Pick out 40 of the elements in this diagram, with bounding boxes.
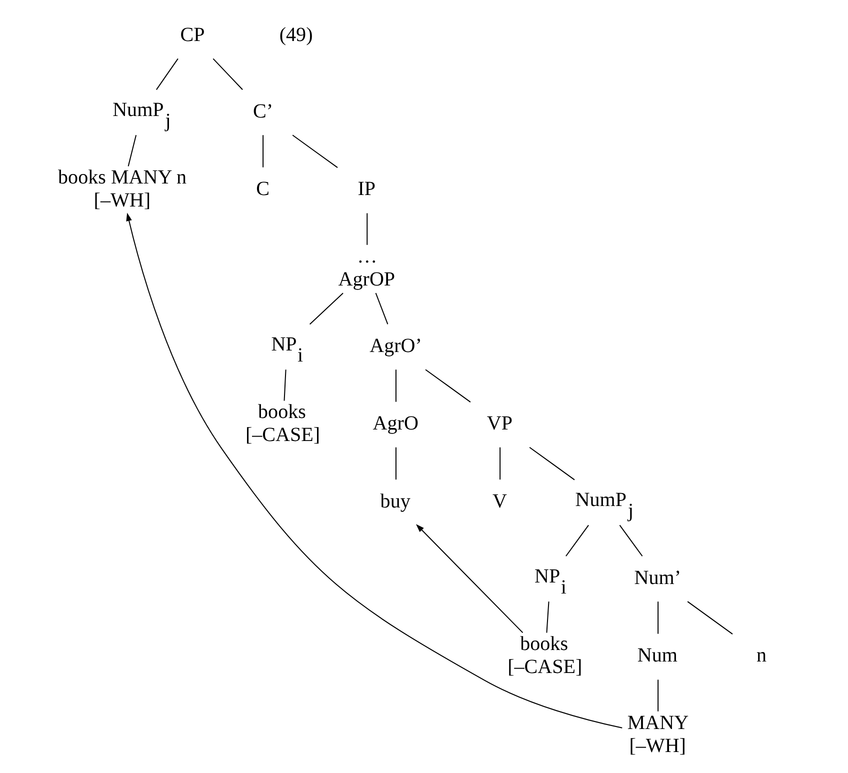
connector [565, 524, 588, 556]
connector [686, 601, 732, 634]
node-text: MANY [–WH] [626, 712, 688, 757]
node-text: IP [357, 178, 376, 200]
connector [657, 602, 658, 634]
connector [292, 134, 338, 168]
node-text: CP [180, 24, 204, 46]
node-text: AgrO [372, 412, 418, 435]
connector [127, 135, 136, 166]
node-text: books [–CASE] [245, 401, 320, 446]
label: (49) [278, 24, 312, 46]
connector [546, 602, 549, 633]
connector [618, 524, 642, 556]
connector [156, 58, 178, 90]
connector [374, 292, 388, 324]
node-text: Num [636, 644, 677, 666]
node-text: books [–CASE] [507, 633, 582, 678]
node-text: Num’ [634, 566, 681, 589]
arrow [126, 212, 622, 728]
node-text: n [756, 644, 766, 666]
connector [528, 446, 574, 480]
node-text: books MANY n [–WH] [58, 166, 186, 212]
connector [394, 447, 396, 480]
connector [657, 680, 658, 712]
connector [309, 292, 343, 325]
connector [394, 370, 396, 402]
connector [262, 135, 264, 168]
connector [499, 447, 500, 480]
node-text: AgrO’ [369, 334, 422, 357]
connector [424, 369, 470, 402]
node-text: buy [380, 490, 410, 512]
node-text: VP [486, 412, 512, 435]
connector [212, 58, 242, 90]
node-text: V [492, 490, 507, 512]
node-text: C [256, 178, 270, 200]
node-text: … AgrOP [338, 246, 395, 290]
arrow [415, 524, 523, 634]
connector [366, 213, 368, 245]
connector [283, 370, 286, 401]
node-text: C’ [252, 100, 273, 122]
